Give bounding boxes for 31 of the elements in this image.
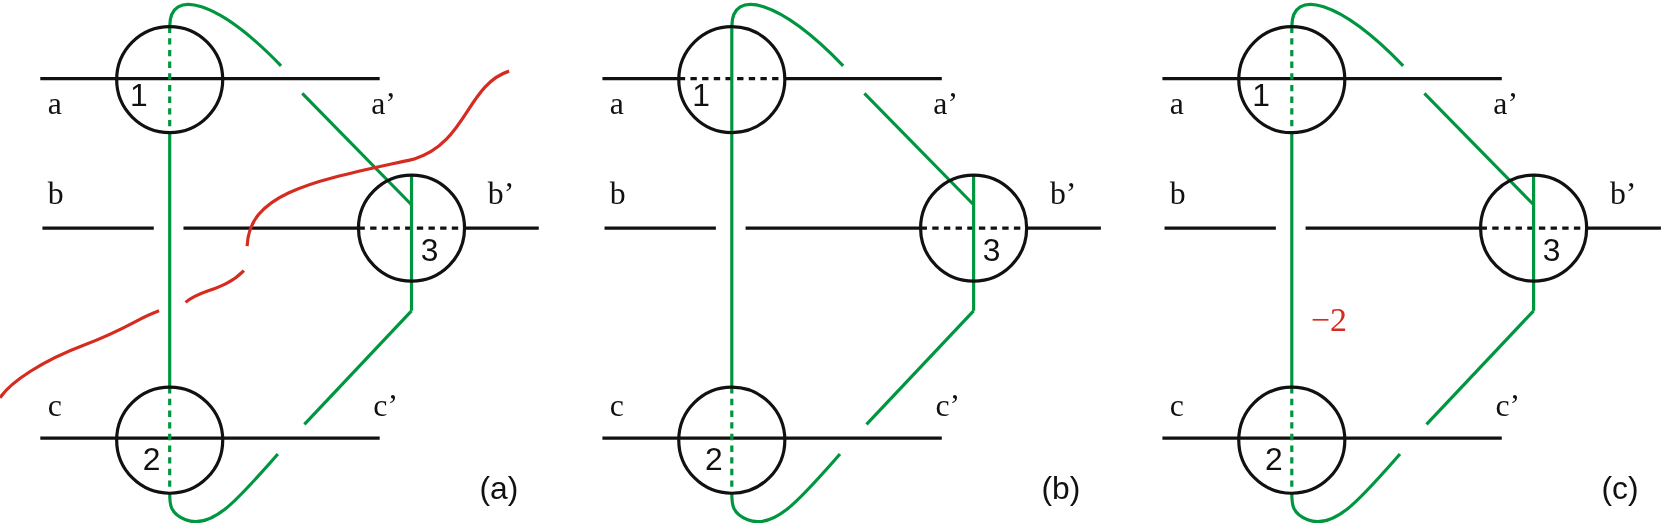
panel-label: (c)	[1601, 469, 1639, 506]
strand-end-label: c’	[1495, 387, 1521, 423]
crossing-circle: 1	[677, 25, 787, 135]
crossing-circle: 2	[677, 385, 787, 495]
strand-end-label: a’	[1493, 85, 1518, 121]
strand-end-label: a	[47, 85, 62, 121]
strand-end-label: c’	[373, 387, 399, 423]
strand-end-label: c	[1169, 387, 1184, 423]
crossing-circle: 1	[1237, 25, 1347, 135]
strand-end-label: c’	[935, 387, 961, 423]
panel-label: (b)	[1041, 469, 1081, 506]
crossing-circle: 2	[115, 385, 225, 495]
strand-end-label: a’	[371, 85, 396, 121]
strand-end-label: b	[47, 175, 64, 211]
strand-end-label: b’	[1609, 175, 1637, 211]
strand-end-label: a	[1169, 85, 1184, 121]
crossing-circle: 3	[1479, 173, 1589, 283]
strand-end-label: c	[47, 387, 62, 423]
crossing-circle: 2	[1237, 385, 1347, 495]
strand-end-label: b’	[487, 175, 515, 211]
strand-end-label: a’	[933, 85, 958, 121]
strand-end-label: b	[1169, 175, 1186, 211]
strand-end-label: b’	[1050, 175, 1077, 211]
crossing-circle: 3	[919, 173, 1029, 283]
twist-number: −2	[1310, 300, 1347, 338]
crossing-circle: 1	[115, 25, 225, 135]
strand-end-label: a	[609, 85, 624, 121]
strand-end-label: c	[609, 387, 624, 423]
crossing-circle: 3	[356, 173, 467, 283]
panel-label: (a)	[479, 469, 519, 506]
strand-end-label: b	[609, 175, 626, 211]
